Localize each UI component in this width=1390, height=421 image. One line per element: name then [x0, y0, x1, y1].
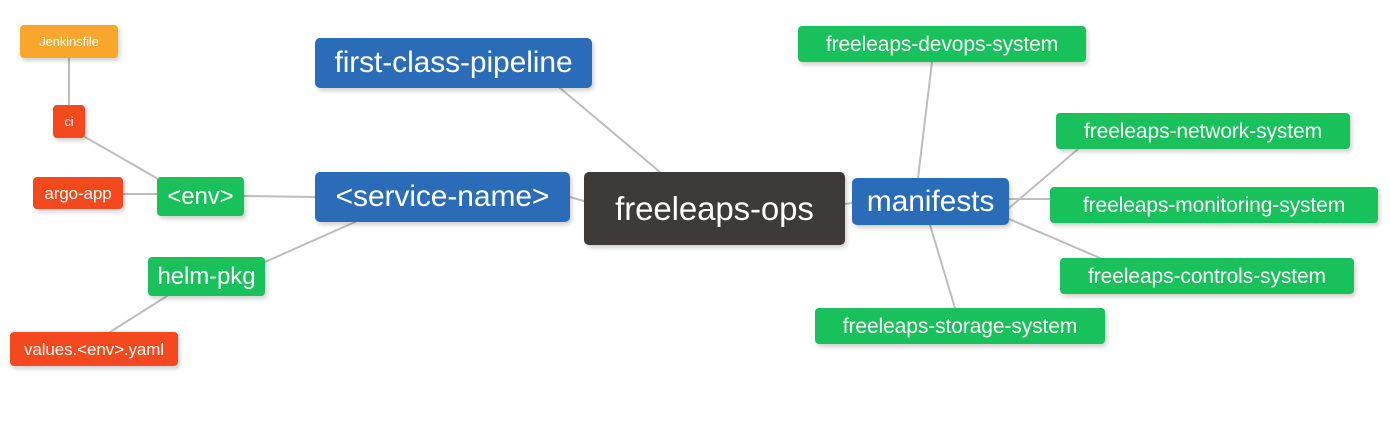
node-values-yaml[interactable]: values.<env>.yaml: [10, 332, 178, 366]
edge-service-name-to-helm-pkg: [264, 221, 356, 263]
node-label-freeleaps-controls-system: freeleaps-controls-system: [1088, 264, 1326, 288]
node-freeleaps-ops[interactable]: freeleaps-ops: [584, 172, 845, 245]
node-label-freeleaps-devops-system: freeleaps-devops-system: [825, 32, 1059, 56]
node-label-freeleaps-monitoring-system: freeleaps-monitoring-system: [1082, 193, 1346, 217]
edge-freeleaps-ops-to-service-name: [569, 196, 585, 202]
edge-helm-pkg-to-values-yaml: [109, 295, 168, 333]
node-freeleaps-monitoring-system[interactable]: freeleaps-monitoring-system: [1050, 187, 1378, 223]
node-env[interactable]: <env>: [157, 177, 244, 216]
node-label-jenkinsfile: Jenkinsfile: [39, 34, 99, 49]
node-label-ci: ci: [64, 114, 74, 129]
node-label-env: <env>: [167, 182, 234, 210]
edge-service-name-to-env: [243, 195, 316, 198]
node-label-freeleaps-network-system: freeleaps-network-system: [1083, 119, 1322, 143]
node-helm-pkg[interactable]: helm-pkg: [148, 257, 265, 296]
edge-freeleaps-ops-to-first-class-pipeline: [559, 87, 661, 173]
node-label-argo-app: argo-app: [44, 183, 112, 203]
edge-manifests-to-freeleaps-devops-system: [917, 61, 933, 179]
edge-env-to-ci: [84, 136, 161, 181]
edge-manifests-to-freeleaps-storage-system: [929, 224, 956, 309]
node-label-values-yaml: values.<env>.yaml: [23, 339, 165, 359]
edge-freeleaps-ops-to-manifests: [844, 202, 853, 205]
node-freeleaps-storage-system[interactable]: freeleaps-storage-system: [815, 308, 1105, 344]
node-manifests[interactable]: manifests: [852, 178, 1009, 225]
node-label-first-class-pipeline: first-class-pipeline: [334, 46, 573, 79]
node-ci[interactable]: ci: [53, 105, 85, 138]
node-jenkinsfile[interactable]: Jenkinsfile: [20, 25, 118, 58]
node-argo-app[interactable]: argo-app: [33, 177, 123, 209]
edge-manifests-to-freeleaps-controls-system: [1008, 218, 1101, 259]
node-service-name[interactable]: <service-name>: [315, 172, 570, 222]
node-label-freeleaps-storage-system: freeleaps-storage-system: [842, 314, 1078, 338]
node-label-freeleaps-ops: freeleaps-ops: [615, 190, 814, 227]
node-label-helm-pkg: helm-pkg: [157, 262, 256, 290]
node-freeleaps-network-system[interactable]: freeleaps-network-system: [1056, 113, 1350, 149]
node-freeleaps-devops-system[interactable]: freeleaps-devops-system: [798, 26, 1086, 62]
node-freeleaps-controls-system[interactable]: freeleaps-controls-system: [1060, 258, 1354, 294]
node-label-service-name: <service-name>: [335, 180, 550, 213]
node-first-class-pipeline[interactable]: first-class-pipeline: [315, 38, 592, 88]
node-label-manifests: manifests: [866, 184, 995, 218]
